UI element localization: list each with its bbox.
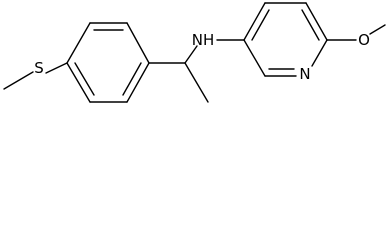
pyridine-bond — [311, 39, 328, 67]
bond-ch-ch3 — [184, 62, 209, 103]
molecule-drawing: S NH N O — [3, 2, 386, 103]
structure-diagram: S NH N O — [0, 0, 387, 111]
pyridine-double-bond — [251, 9, 270, 41]
pyridine-ring — [243, 2, 328, 77]
benzene-bond — [126, 22, 150, 64]
bond-ch3-s — [3, 71, 34, 90]
benzene-bond — [66, 22, 91, 64]
amine-label: NH — [192, 31, 215, 49]
pyridine-bond — [243, 39, 266, 77]
bond-o-ch3 — [369, 24, 386, 35]
benzene-double-bond — [122, 62, 142, 96]
bond-ch-nh — [184, 45, 198, 64]
benzene-bond — [126, 62, 150, 103]
pyridine-nitrogen-label: N — [299, 65, 310, 83]
benzene-double-bond — [74, 62, 95, 96]
pyridine-bond — [305, 2, 328, 41]
methoxy-group — [326, 24, 386, 41]
benzene-bond — [66, 62, 91, 103]
bond-s-ring — [45, 62, 68, 74]
benzene-ring — [66, 22, 150, 103]
pyridine-double-bond — [301, 9, 320, 41]
oxygen-label: O — [358, 31, 370, 49]
sulfur-label: S — [34, 59, 44, 77]
ethyl-linker — [148, 45, 209, 103]
pyridine-bond — [243, 2, 266, 41]
methylthio-group — [3, 62, 68, 90]
